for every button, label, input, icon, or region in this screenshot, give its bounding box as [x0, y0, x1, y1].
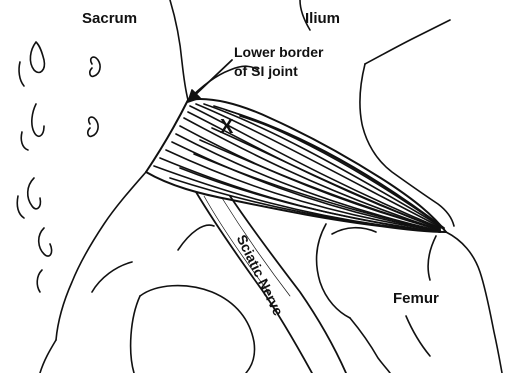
marker-x: X	[220, 116, 233, 139]
label-sacrum: Sacrum	[82, 10, 137, 27]
label-femur: Femur	[393, 290, 439, 307]
piriformis-muscle	[146, 99, 446, 232]
label-lower-border-line1: Lower border	[234, 43, 323, 62]
label-lower-border-line2: of SI joint	[234, 62, 323, 81]
ischium-outline	[92, 225, 255, 373]
sacrum-outline	[40, 0, 188, 373]
label-lower-border-si-joint: Lower border of SI joint	[234, 43, 323, 81]
sacral-foramina	[17, 42, 100, 292]
label-ilium: Ilium	[305, 10, 340, 27]
si-joint-arrow	[188, 60, 232, 102]
